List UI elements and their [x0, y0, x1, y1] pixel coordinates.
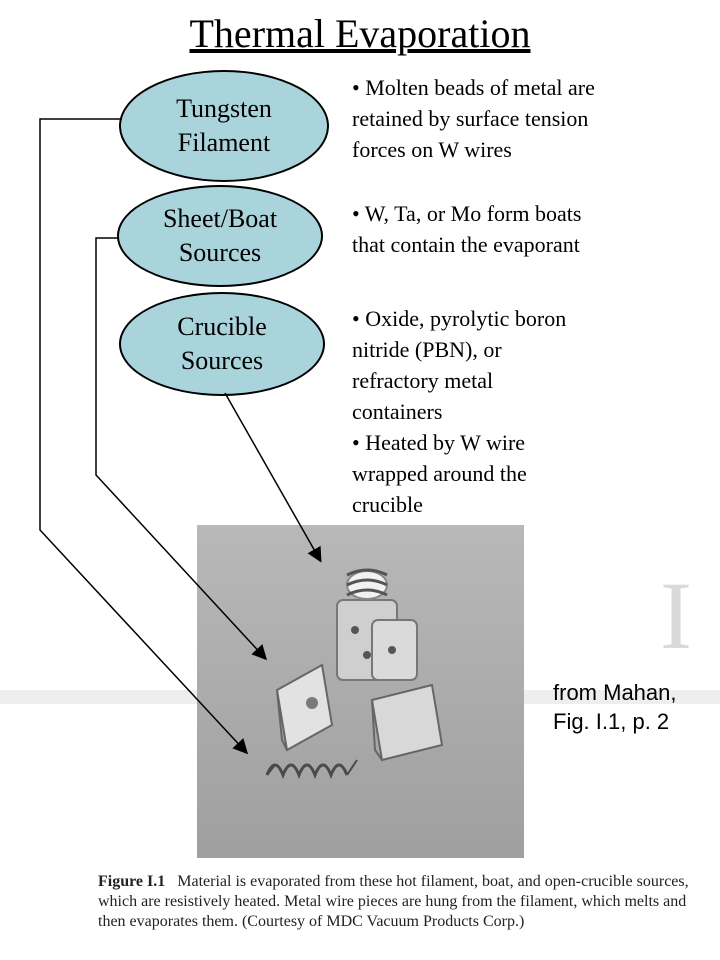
sheet-boat-description: • W, Ta, or Mo form boats that contain t… — [352, 201, 582, 257]
page-title: Thermal Evaporation — [189, 11, 531, 56]
evaporation-sources-photo — [197, 525, 524, 858]
sheet-boat-sources-oval: Sheet/Boat Sources — [117, 185, 323, 287]
tungsten-filament-description: • Molten beads of metal are retained by … — [352, 75, 595, 162]
photo-objects — [265, 568, 444, 780]
boat-connector — [95, 237, 268, 661]
ghost-letter: I — [660, 562, 692, 669]
crucible-sources-oval: Crucible Sources — [119, 292, 325, 396]
crucible-description: • Oxide, pyrolytic boron nitride (PBN), … — [352, 306, 567, 517]
filament-object — [265, 759, 358, 780]
tungsten-filament-label: Tungsten Filament — [176, 94, 272, 157]
figure-label: Figure I.1 — [98, 873, 166, 890]
boat-object-2 — [370, 683, 444, 762]
filament-connector — [39, 118, 249, 755]
boat-object-1 — [275, 663, 334, 752]
sheet-boat-sources-label: Sheet/Boat Sources — [162, 204, 278, 267]
source-credit: from Mahan, Fig. I.1, p. 2 — [553, 680, 677, 734]
crucible-connector — [224, 392, 322, 563]
crucible-sources-label: Crucible Sources — [177, 312, 267, 375]
figure-caption-text: Material is evaporated from these hot fi… — [98, 873, 689, 930]
crucible-object — [336, 568, 418, 681]
tungsten-filament-oval: Tungsten Filament — [119, 70, 329, 182]
figure-caption: Figure I.1 Material is evaporated from t… — [98, 872, 710, 932]
